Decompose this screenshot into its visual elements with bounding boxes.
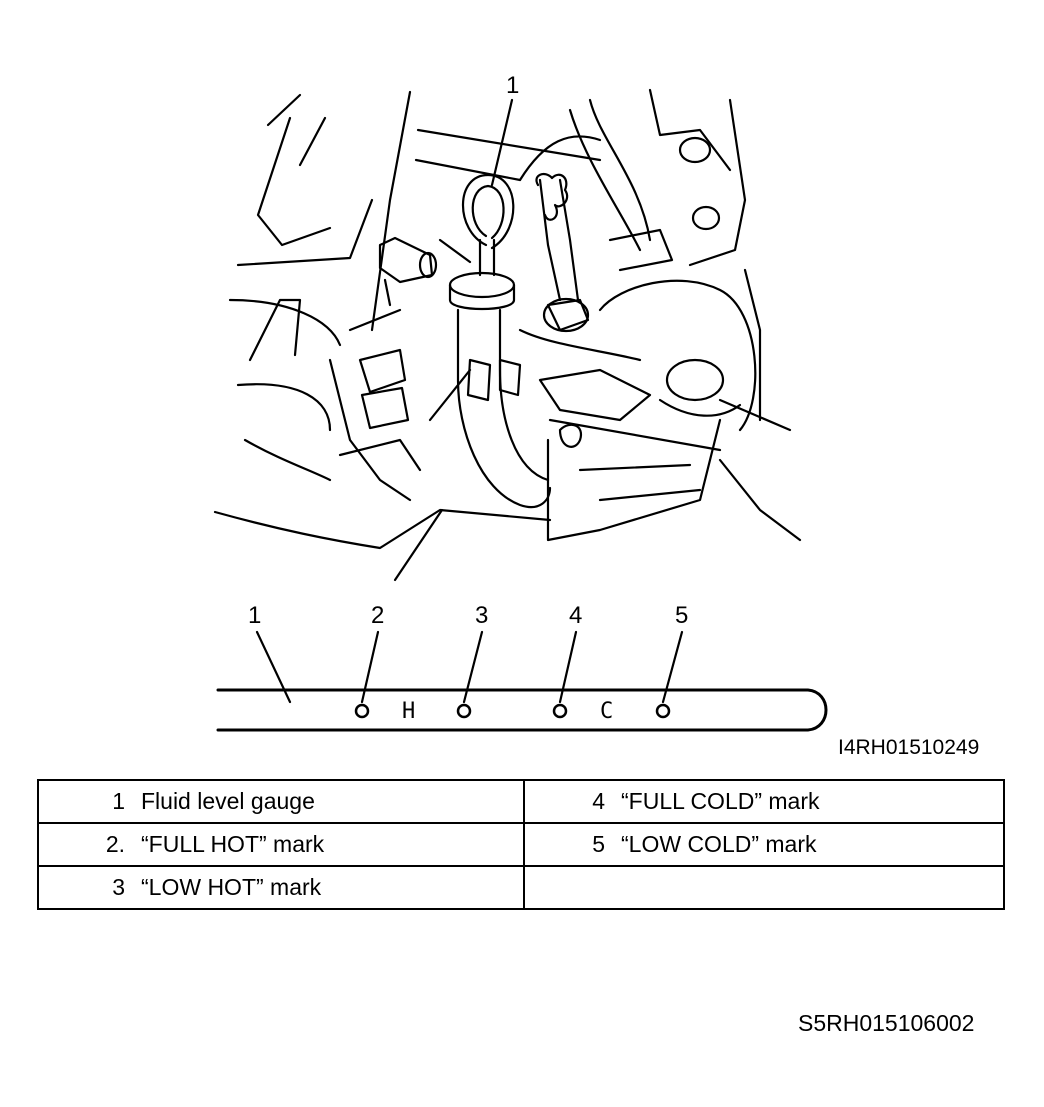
legend-number: 1 [112,788,125,814]
legend-number: 4 [592,788,605,814]
gauge-callout-1: 1 [248,602,262,629]
legend-number: 2. [105,831,125,857]
full-cold-mark [552,703,568,719]
sensor-connector [378,236,438,307]
low-cold-mark [655,703,671,719]
legend-text: “LOW HOT” mark [141,874,322,900]
legend-text: “FULL HOT” mark [141,831,325,857]
legend-row: 3 “LOW HOT” mark [37,865,1005,910]
gauge-letter-hot: H [402,699,416,724]
gauge-callout-3: 3 [475,602,489,629]
gauge-letter-cold: C [600,699,614,724]
legend-cell: 2. “FULL HOT” mark [37,822,525,867]
engine-bay-illustration [213,88,828,732]
gauge-callout-2: 2 [371,602,385,629]
legend-cell: 1 Fluid level gauge [37,779,525,824]
footer-code: S5RH015106002 [798,1010,975,1036]
legend-cell: 3 “LOW HOT” mark [37,865,525,910]
legend-row: 2. “FULL HOT” mark 5 “LOW COLD” mark [37,822,1005,867]
figure-code: I4RH01510249 [838,736,980,759]
full-hot-mark [354,703,370,719]
engine-right-components [518,88,802,542]
gauge-callout-4: 4 [569,602,583,629]
legend-cell: 5 “LOW COLD” mark [523,822,1005,867]
legend-cell: 4 “FULL COLD” mark [523,779,1005,824]
gauge-marks [354,703,671,719]
top-callout-1-leader [490,98,514,187]
legend-row: 1 Fluid level gauge 4 “FULL COLD” mark [37,779,1005,824]
legend-text: “FULL COLD” mark [621,788,820,814]
top-callout-1: 1 [506,72,520,99]
low-hot-mark [456,703,472,719]
legend-table: 1 Fluid level gauge 4 “FULL COLD” mark 2. “… [37,779,1005,910]
gauge-callout-5: 5 [675,602,689,629]
legend-number: 5 [592,831,605,857]
dipstick-assembly [428,173,552,509]
legend-number: 3 [112,874,125,900]
legend-cell [523,865,1005,910]
fluid-level-gauge [216,688,828,732]
engine-block-outline [213,90,602,582]
legend-text: Fluid level gauge [141,788,315,814]
legend-text: “LOW COLD” mark [621,831,817,857]
